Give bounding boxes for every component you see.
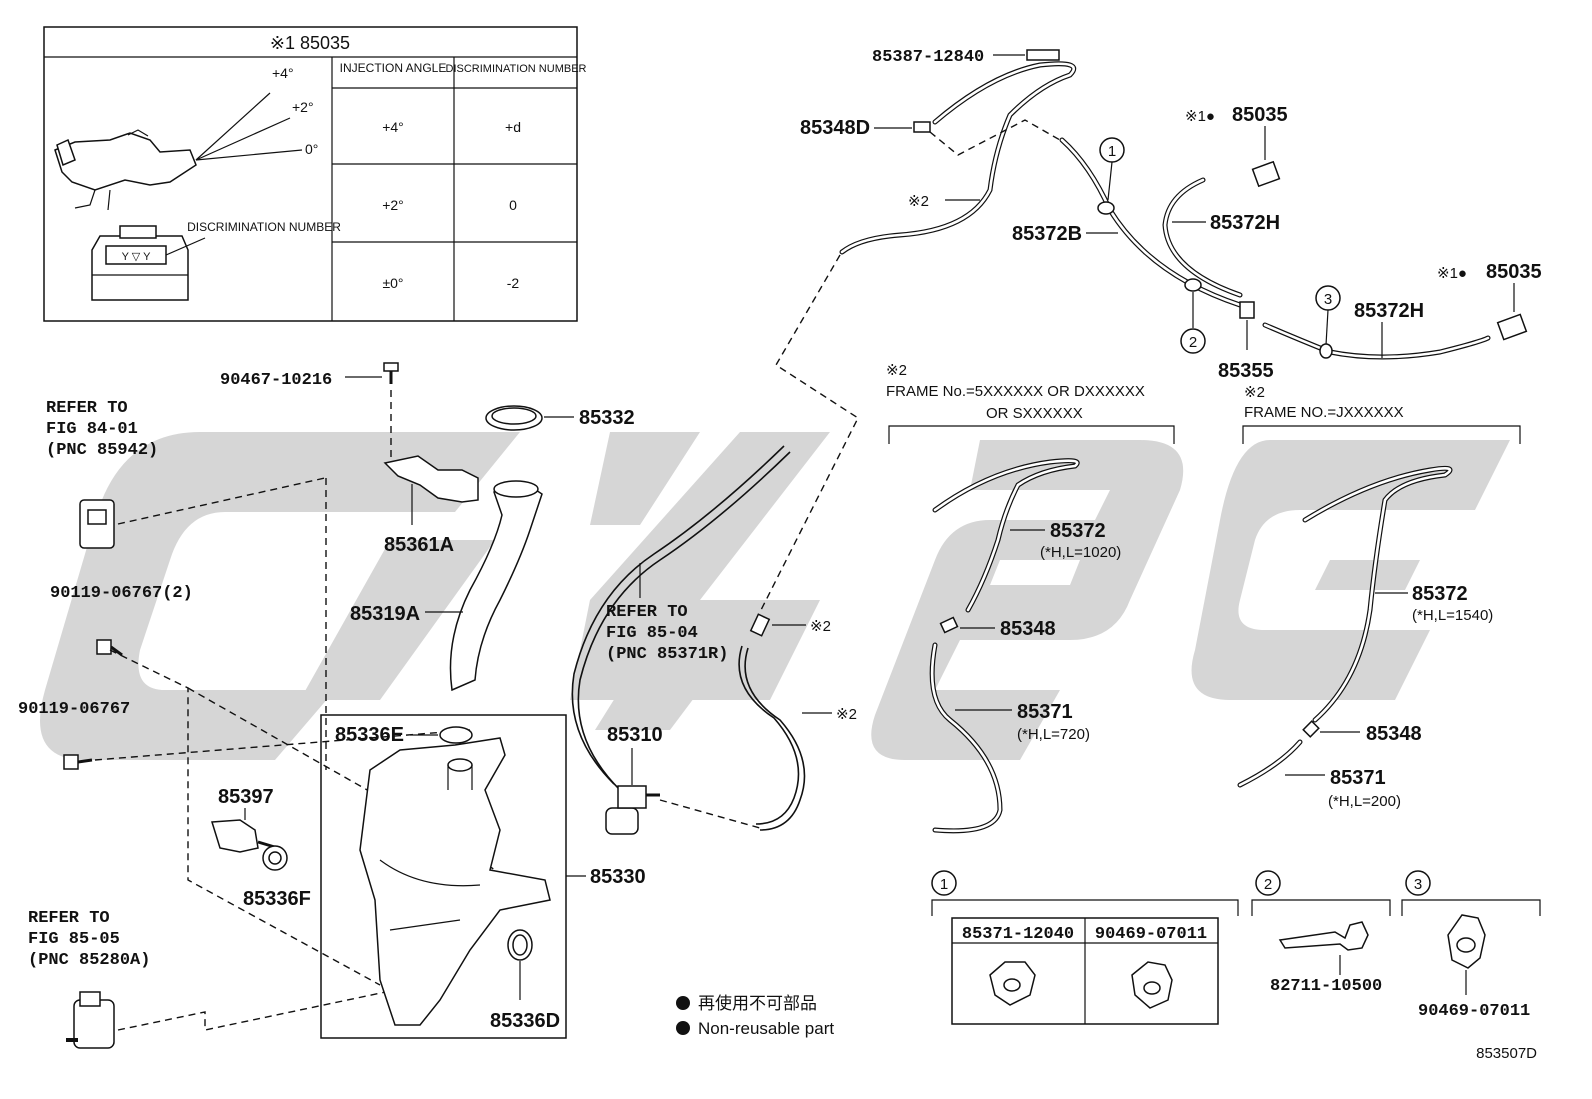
refer1-line3: (PNC 85942) [46, 441, 158, 460]
label-90467: 90467-10216 [220, 371, 332, 390]
washer-motor-rear [66, 991, 115, 1049]
label-90119: 90119-06767 [18, 700, 130, 719]
left-refer-notes: REFER TO FIG 84-01 (PNC 85942) 90119-067… [18, 399, 541, 1049]
detail1-left-pn: 85371-12040 [962, 925, 1074, 944]
label-90119-2: 90119-06767(2) [50, 584, 193, 603]
mark-85035-b: ※1● [1437, 265, 1467, 282]
label-85371-1: 85371 [1017, 701, 1073, 723]
frame2-group: ※2 FRAME NO.=JXXXXXX 85372 (*H,L=1540) 8… [1237, 384, 1521, 810]
tank-group: 85336E 85330 85336D [320, 714, 646, 1039]
label-85372B: 85372B [1012, 223, 1082, 245]
row1-number: +d [505, 119, 521, 135]
watermark [40, 432, 1510, 760]
label-85035-b: 85035 [1486, 261, 1542, 283]
filler-neck: 85319A [350, 480, 543, 692]
bolt-1 [96, 639, 123, 657]
label-85336E: 85336E [335, 724, 404, 746]
label-85336D: 85336D [490, 1010, 560, 1032]
angle-zero: 0° [305, 141, 318, 157]
inset-table: ※1 85035 INJECTION ANGLE DISCRIMINATION … [43, 26, 587, 322]
refer1-line2: FIG 84-01 [46, 420, 138, 439]
cap-85332: 85332 [485, 405, 635, 431]
bullet-icon [676, 1021, 690, 1035]
detail3-pn: 90469-07011 [1418, 1002, 1530, 1021]
badge-text: Y ▽ Y [122, 251, 152, 263]
row3-number: -2 [507, 275, 520, 291]
bolt-bracket-group: 90467-10216 85361A [220, 362, 479, 770]
frame1-mark: ※2 [886, 362, 907, 379]
refer2-line3: (PNC 85371R) [606, 645, 728, 664]
star2-top: ※2 [908, 193, 929, 210]
bolt-2 [63, 754, 93, 770]
frame1-group: ※2 FRAME No.=5XXXXXX OR DXXXXXX OR SXXXX… [886, 362, 1175, 834]
pump-group: REFER TO FIG 85-04 (PNC 85371R) 85310 [571, 445, 791, 835]
diagram-id: 853507D [1476, 1045, 1537, 1062]
note-85372-2: (*H,L=1540) [1412, 607, 1493, 624]
col1-header: INJECTION ANGLE [340, 61, 447, 75]
angle-plus4: +4° [272, 65, 294, 81]
label-85397: 85397 [218, 786, 274, 808]
detail1-right-pn: 90469-07011 [1095, 925, 1207, 944]
label-85035-a: 85035 [1232, 104, 1288, 126]
level-sensor: 85397 85336F [211, 786, 311, 910]
bullet-icon [676, 996, 690, 1010]
discrimination-label: DISCRIMINATION NUMBER [187, 220, 341, 234]
label-85319A: 85319A [350, 603, 420, 625]
label-85361A: 85361A [384, 534, 454, 556]
refer1-line1: REFER TO [46, 399, 128, 418]
svg-text:INJECTION ANGLE: INJECTION ANGLE [340, 61, 447, 75]
note-85371-1: (*H,L=720) [1017, 726, 1090, 743]
legend-en: Non-reusable part [698, 1019, 834, 1038]
star2-mid-a: ※2 [810, 618, 831, 635]
inset-title: ※1 85035 [270, 33, 350, 53]
label-85372H-b: 85372H [1354, 300, 1424, 322]
refer2-line2: FIG 85-04 [606, 624, 698, 643]
col2-header: DISCRIMINATION NUMBER [446, 63, 587, 75]
detail2-pn: 82711-10500 [1270, 977, 1382, 996]
label-85336F: 85336F [243, 888, 311, 910]
frame2-mark: ※2 [1244, 384, 1265, 401]
note-85371-2: (*H,L=200) [1328, 793, 1401, 810]
row2-angle: +2° [382, 197, 404, 213]
legend: 再使用不可部品 Non-reusable part [676, 993, 834, 1038]
top-right-hoses: 85387-12840 85348D ※2 1 85372B ※1● 85035… [800, 48, 1542, 382]
row1-angle: +4° [382, 119, 404, 135]
middle-hose: ※2 ※2 [738, 254, 859, 831]
label-85355: 85355 [1218, 360, 1274, 382]
callout-3-detail: 3 [1414, 876, 1422, 893]
label-85372H-a: 85372H [1210, 212, 1280, 234]
callout-2-top: 2 [1189, 334, 1197, 351]
label-85310: 85310 [607, 724, 663, 746]
row3-angle: ±0° [382, 275, 403, 291]
frame1-line1: FRAME No.=5XXXXXX OR DXXXXXX [886, 383, 1145, 400]
callout-3-top: 3 [1324, 291, 1332, 308]
label-85332: 85332 [579, 407, 635, 429]
detail-clips: 1 85371-12040 90469-07011 2 82711-10500 … [931, 870, 1541, 1025]
label-85348-2: 85348 [1366, 723, 1422, 745]
nozzle-drawing: +4° +2° 0° Y ▽ Y DISCRIMINATION NUMBER [54, 65, 341, 301]
note-85372-1: (*H,L=1020) [1040, 544, 1121, 561]
label-85348-1: 85348 [1000, 618, 1056, 640]
label-85330: 85330 [590, 866, 646, 888]
callout-2-detail: 2 [1264, 876, 1272, 893]
frame1-line2: OR SXXXXXX [986, 405, 1083, 422]
mark-85035-a: ※1● [1185, 108, 1215, 125]
frame2-line1: FRAME NO.=JXXXXXX [1244, 404, 1404, 421]
label-85371-2: 85371 [1330, 767, 1386, 789]
refer2-line1: REFER TO [606, 603, 688, 622]
callout-1-detail: 1 [940, 876, 948, 893]
callout-1-top: 1 [1108, 143, 1116, 160]
label-85348D: 85348D [800, 117, 870, 139]
legend-jp: 再使用不可部品 [698, 993, 817, 1013]
row2-number: 0 [509, 197, 517, 213]
label-85372-1: 85372 [1050, 520, 1106, 542]
star2-mid-b: ※2 [836, 706, 857, 723]
refer3-line1: REFER TO [28, 909, 110, 928]
refer3-line2: FIG 85-05 [28, 930, 120, 949]
refer3-line3: (PNC 85280A) [28, 951, 150, 970]
label-85387: 85387-12840 [872, 48, 984, 67]
angle-plus2: +2° [292, 99, 314, 115]
label-85372-2: 85372 [1412, 583, 1468, 605]
